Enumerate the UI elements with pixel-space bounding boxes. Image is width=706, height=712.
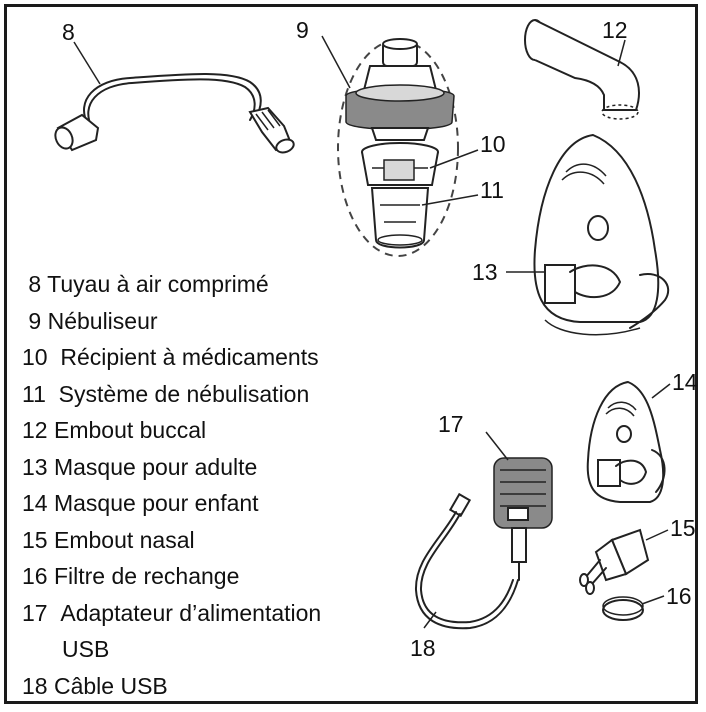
replacement-filter-illustration <box>603 597 643 620</box>
legend-item-18: 18 Câble USB <box>22 668 321 705</box>
air-tube-illustration <box>52 74 295 155</box>
callout-16: 16 <box>666 583 692 609</box>
legend-label: Masque pour adulte <box>54 454 257 480</box>
legend-label: Tuyau à air comprimé <box>47 271 269 297</box>
leader-line-15 <box>646 530 668 540</box>
leader-line-8 <box>74 42 100 84</box>
leader-line-17 <box>486 432 508 460</box>
legend-num: 9 <box>28 308 41 334</box>
usb-adapter-illustration <box>494 458 552 580</box>
legend-num: 12 <box>22 417 48 443</box>
legend-label: Filtre de rechange <box>54 563 239 589</box>
legend-item-17: 17 Adaptateur d’alimentation <box>22 595 321 632</box>
callout-17: 17 <box>438 411 464 437</box>
leader-line-14 <box>652 384 670 398</box>
callout-11: 11 <box>480 177 504 203</box>
legend-num: 16 <box>22 563 48 589</box>
legend-item-10: 10 Récipient à médicaments <box>22 339 321 376</box>
child-mask-illustration <box>588 382 665 502</box>
legend-num: 11 <box>22 381 46 407</box>
adult-mask-illustration <box>534 135 668 335</box>
legend-item-11: 11 Système de nébulisation <box>22 376 321 413</box>
legend-label: Masque pour enfant <box>54 490 259 516</box>
legend-item-16: 16 Filtre de rechange <box>22 558 321 595</box>
legend-label: Câble USB <box>54 673 168 699</box>
legend-label: Récipient à médicaments <box>60 344 318 370</box>
legend-item-14: 14 Masque pour enfant <box>22 485 321 522</box>
callout-15: 15 <box>670 515 696 541</box>
callout-14: 14 <box>672 369 698 395</box>
legend-item-15: 15 Embout nasal <box>22 522 321 559</box>
callout-8: 8 <box>62 19 75 45</box>
callout-9: 9 <box>296 17 309 43</box>
callout-13: 13 <box>472 259 498 285</box>
legend-num: 10 <box>22 344 48 370</box>
legend-item-9: 9 Nébuliseur <box>22 303 321 340</box>
legend-num: 17 <box>22 600 48 626</box>
nebulizer-illustration <box>346 39 454 248</box>
legend-label: Système de nébulisation <box>59 381 310 407</box>
callout-12: 12 <box>602 17 628 43</box>
legend-item-12: 12 Embout buccal <box>22 412 321 449</box>
legend-num: 8 <box>28 271 41 297</box>
legend-label: Adaptateur d’alimentation <box>60 600 321 626</box>
leader-line-9 <box>322 36 350 88</box>
legend-num: 15 <box>22 527 48 553</box>
legend-label-continuation: USB <box>62 636 109 662</box>
parts-legend: 8 Tuyau à air comprimé 9 Nébuliseur 10 R… <box>22 266 321 704</box>
legend-num: 14 <box>22 490 48 516</box>
legend-item-17-continuation: USB <box>22 631 321 668</box>
legend-label: Embout buccal <box>54 417 206 443</box>
legend-item-8: 8 Tuyau à air comprimé <box>22 266 321 303</box>
legend-num: 13 <box>22 454 48 480</box>
nasal-piece-illustration <box>580 530 648 594</box>
legend-label: Nébuliseur <box>48 308 158 334</box>
legend-label: Embout nasal <box>54 527 195 553</box>
leader-line-16 <box>642 596 664 604</box>
legend-num: 18 <box>22 673 48 699</box>
legend-item-13: 13 Masque pour adulte <box>22 449 321 486</box>
callout-10: 10 <box>480 131 506 157</box>
callout-18: 18 <box>410 635 436 661</box>
